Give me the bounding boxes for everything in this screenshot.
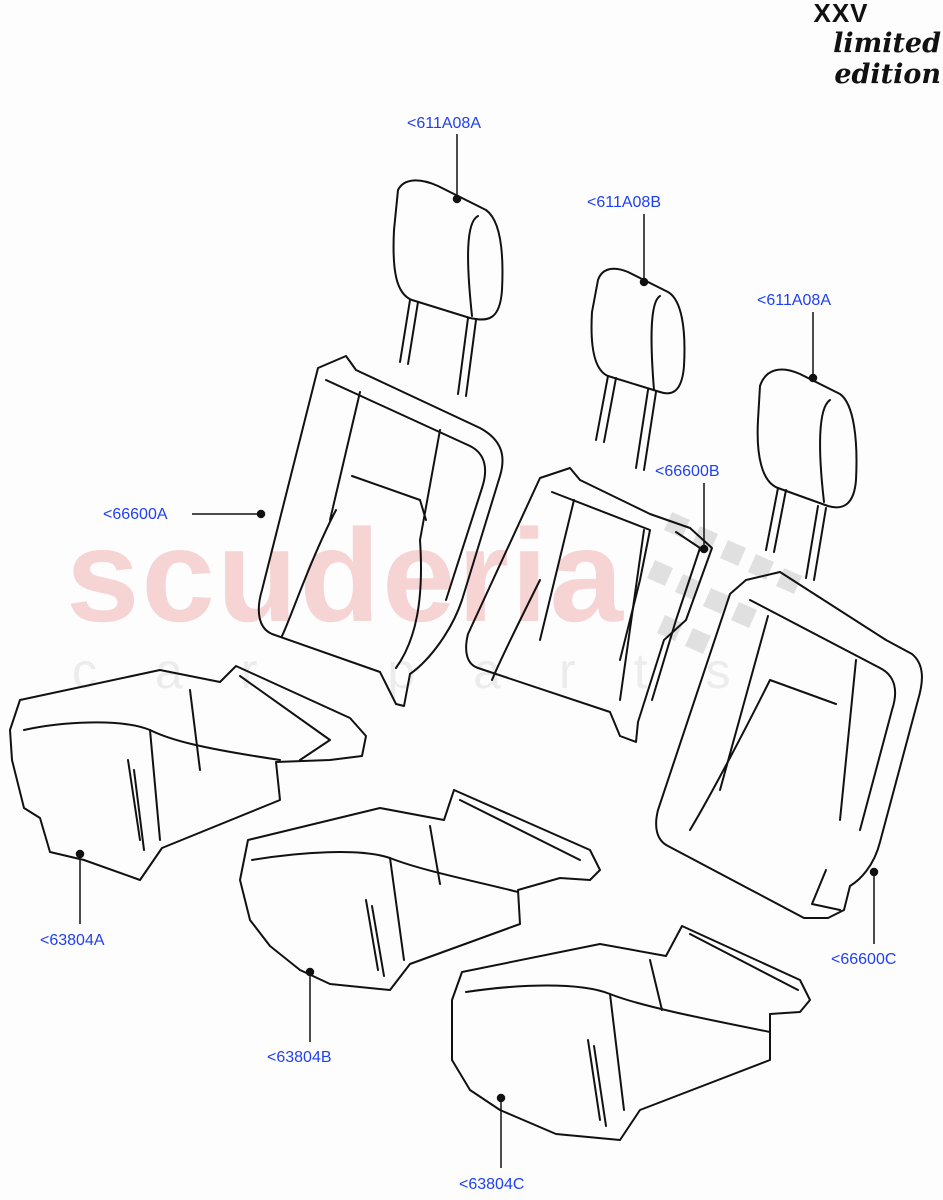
- callout-headrest-center[interactable]: <611A08B: [587, 194, 661, 211]
- callout-backrest-left[interactable]: <66600A: [103, 506, 168, 523]
- leader-lines: [75, 134, 879, 1168]
- callout-backrest-center[interactable]: <66600B: [655, 463, 720, 480]
- backrest-left: [257, 355, 504, 707]
- cushion-left: [9, 665, 367, 881]
- backrest-right: [655, 571, 923, 919]
- backrest-center: [465, 467, 713, 743]
- edition-text: limited edition: [833, 28, 941, 90]
- edition-number: XXV: [813, 0, 869, 28]
- callout-headrest-right[interactable]: <611A08A: [757, 292, 831, 309]
- callout-cushion-center[interactable]: <63804B: [267, 1049, 332, 1066]
- callout-cushion-right[interactable]: <63804C: [459, 1176, 525, 1193]
- headrest-right: [756, 368, 858, 581]
- headrest-left: [392, 179, 504, 397]
- cushion-center: [239, 789, 601, 991]
- cushion-right: [451, 925, 811, 1141]
- watermark-brand: scuderia: [66, 502, 625, 649]
- headrest-center: [590, 267, 686, 471]
- callout-backrest-right[interactable]: <66600C: [831, 951, 897, 968]
- callout-headrest-left[interactable]: <611A08A: [407, 115, 481, 132]
- callout-cushion-left[interactable]: <63804A: [40, 932, 105, 949]
- checkered-flag-icon: [647, 512, 802, 654]
